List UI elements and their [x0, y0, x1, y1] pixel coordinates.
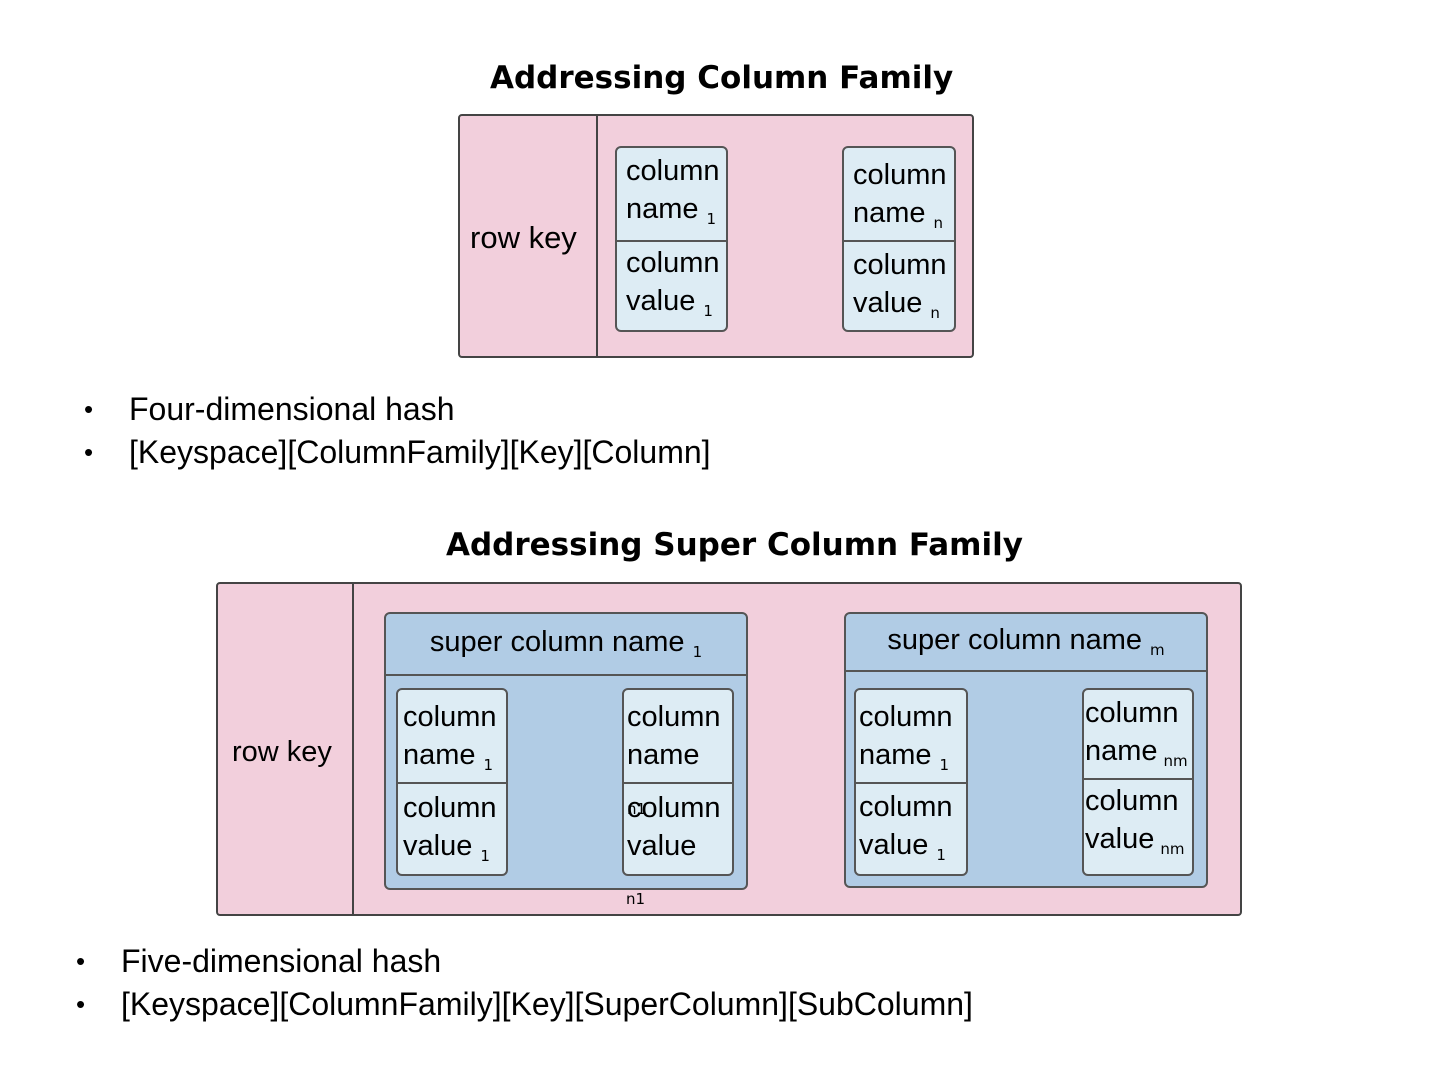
scm-column-value-1-word2: value	[859, 829, 929, 861]
super-column-name-m-text: super column name	[887, 624, 1143, 656]
scm-column-value-n-word: column	[1085, 785, 1179, 817]
bullet-item: Five-dimensional hash	[76, 940, 973, 983]
column-family-title: Addressing Column Family	[490, 60, 954, 96]
scm-column-name-1-word2: name	[859, 739, 932, 771]
super-column-name-m: super column name m	[846, 614, 1206, 672]
column-value-1-word2: value	[626, 285, 696, 317]
sc1-column-1-cell: column name 1 column value 1	[396, 688, 508, 876]
sc1-column-name-1: column name 1	[398, 698, 506, 782]
row-key-label: row key	[470, 220, 577, 255]
bullet-item: [Keyspace][ColumnFamily][Key][SuperColum…	[76, 983, 973, 1026]
column-value-n-word: column	[853, 249, 947, 281]
scm-column-name-1-subscript: 1	[939, 756, 950, 774]
column-value-1-subscript: 1	[703, 302, 713, 320]
sc1-column-value-n: column value	[624, 782, 732, 874]
sc1-column-value-1: column value 1	[398, 782, 506, 874]
column-name-1: column name 1	[617, 152, 726, 240]
sc1-column-value-1-word2: value	[403, 830, 473, 862]
sc1-column-name-n-word2: name	[627, 739, 700, 771]
sc1-column-name-n-word: column	[627, 701, 721, 733]
sc1-column-name-n-subscript: n1	[627, 800, 647, 818]
sc1-column-value-n-subscript: n1	[626, 890, 646, 908]
sc1-column-name-1-word: column	[403, 701, 497, 733]
sc1-column-name-1-subscript: 1	[483, 756, 494, 774]
super-column-name-1-text: super column name	[429, 626, 685, 658]
scm-column-name-1-word: column	[859, 701, 953, 733]
scm-column-value-n-subscript: nm	[1160, 840, 1185, 858]
column-value-n-subscript: n	[930, 304, 940, 322]
super-column-m: super column name m column name 1 column v…	[844, 612, 1208, 888]
bullet-item: Four-dimensional hash	[84, 388, 711, 431]
sc1-column-value-n-word2: value	[627, 830, 697, 862]
column-value-n-word2: value	[853, 287, 923, 319]
super-column-name-1-subscript: 1	[692, 643, 703, 661]
scm-column-1-cell: column name 1 column value 1	[854, 688, 968, 876]
scm-column-name-1: column name 1	[856, 698, 966, 782]
column-name-n-subscript: n	[933, 214, 944, 232]
scm-column-value-1-word: column	[859, 791, 953, 823]
super-column-family-bullets: Five-dimensional hash [Keyspace][ColumnF…	[76, 940, 973, 1026]
row-key-label: row key	[232, 736, 332, 768]
column-family-bullets: Four-dimensional hash [Keyspace][ColumnF…	[84, 388, 711, 474]
column-family-diagram: row key column name 1 column value 1 colum…	[458, 114, 974, 358]
sc1-column-name-n: column name	[624, 698, 732, 782]
sc1-column-n-cell: column name column value n1	[622, 688, 734, 876]
super-column-family-diagram: row key super column name 1 column name 1 …	[216, 582, 1242, 916]
column-name-1-word2: name	[626, 193, 699, 225]
column-1-cell: column name 1 column value 1	[615, 146, 728, 332]
scm-column-value-1-subscript: 1	[936, 846, 946, 864]
column-name-n-word2: name	[853, 197, 926, 229]
sc1-column-value-1-word: column	[403, 792, 497, 824]
scm-column-value-n-word2: value	[1085, 823, 1155, 855]
super-column-family-title: Addressing Super Column Family	[446, 527, 1023, 563]
sc1-column-name-1-word2: name	[403, 739, 476, 771]
super-column-1: super column name 1 column name 1 column v…	[384, 612, 748, 890]
sc1-column-value-1-subscript: 1	[480, 847, 490, 865]
row-key-divider	[596, 116, 598, 356]
scm-column-name-n-word: column	[1085, 697, 1179, 729]
scm-column-value-1: column value 1	[856, 782, 966, 874]
scm-column-name-n-word2: name	[1085, 735, 1158, 767]
row-key-divider	[352, 584, 354, 914]
super-column-name-1: super column name 1	[386, 614, 746, 676]
column-value-1-word: column	[626, 247, 720, 279]
column-name-1-word: column	[626, 155, 720, 187]
column-name-1-subscript: 1	[706, 210, 717, 228]
super-column-name-m-subscript: m	[1150, 641, 1165, 659]
column-value-1: column value 1	[617, 240, 726, 330]
sc1-column-value-n-word: column	[627, 792, 721, 824]
column-name-n-word: column	[853, 159, 947, 191]
bullet-item: [Keyspace][ColumnFamily][Key][Column]	[84, 431, 711, 474]
scm-column-name-n-subscript: nm	[1163, 752, 1188, 770]
